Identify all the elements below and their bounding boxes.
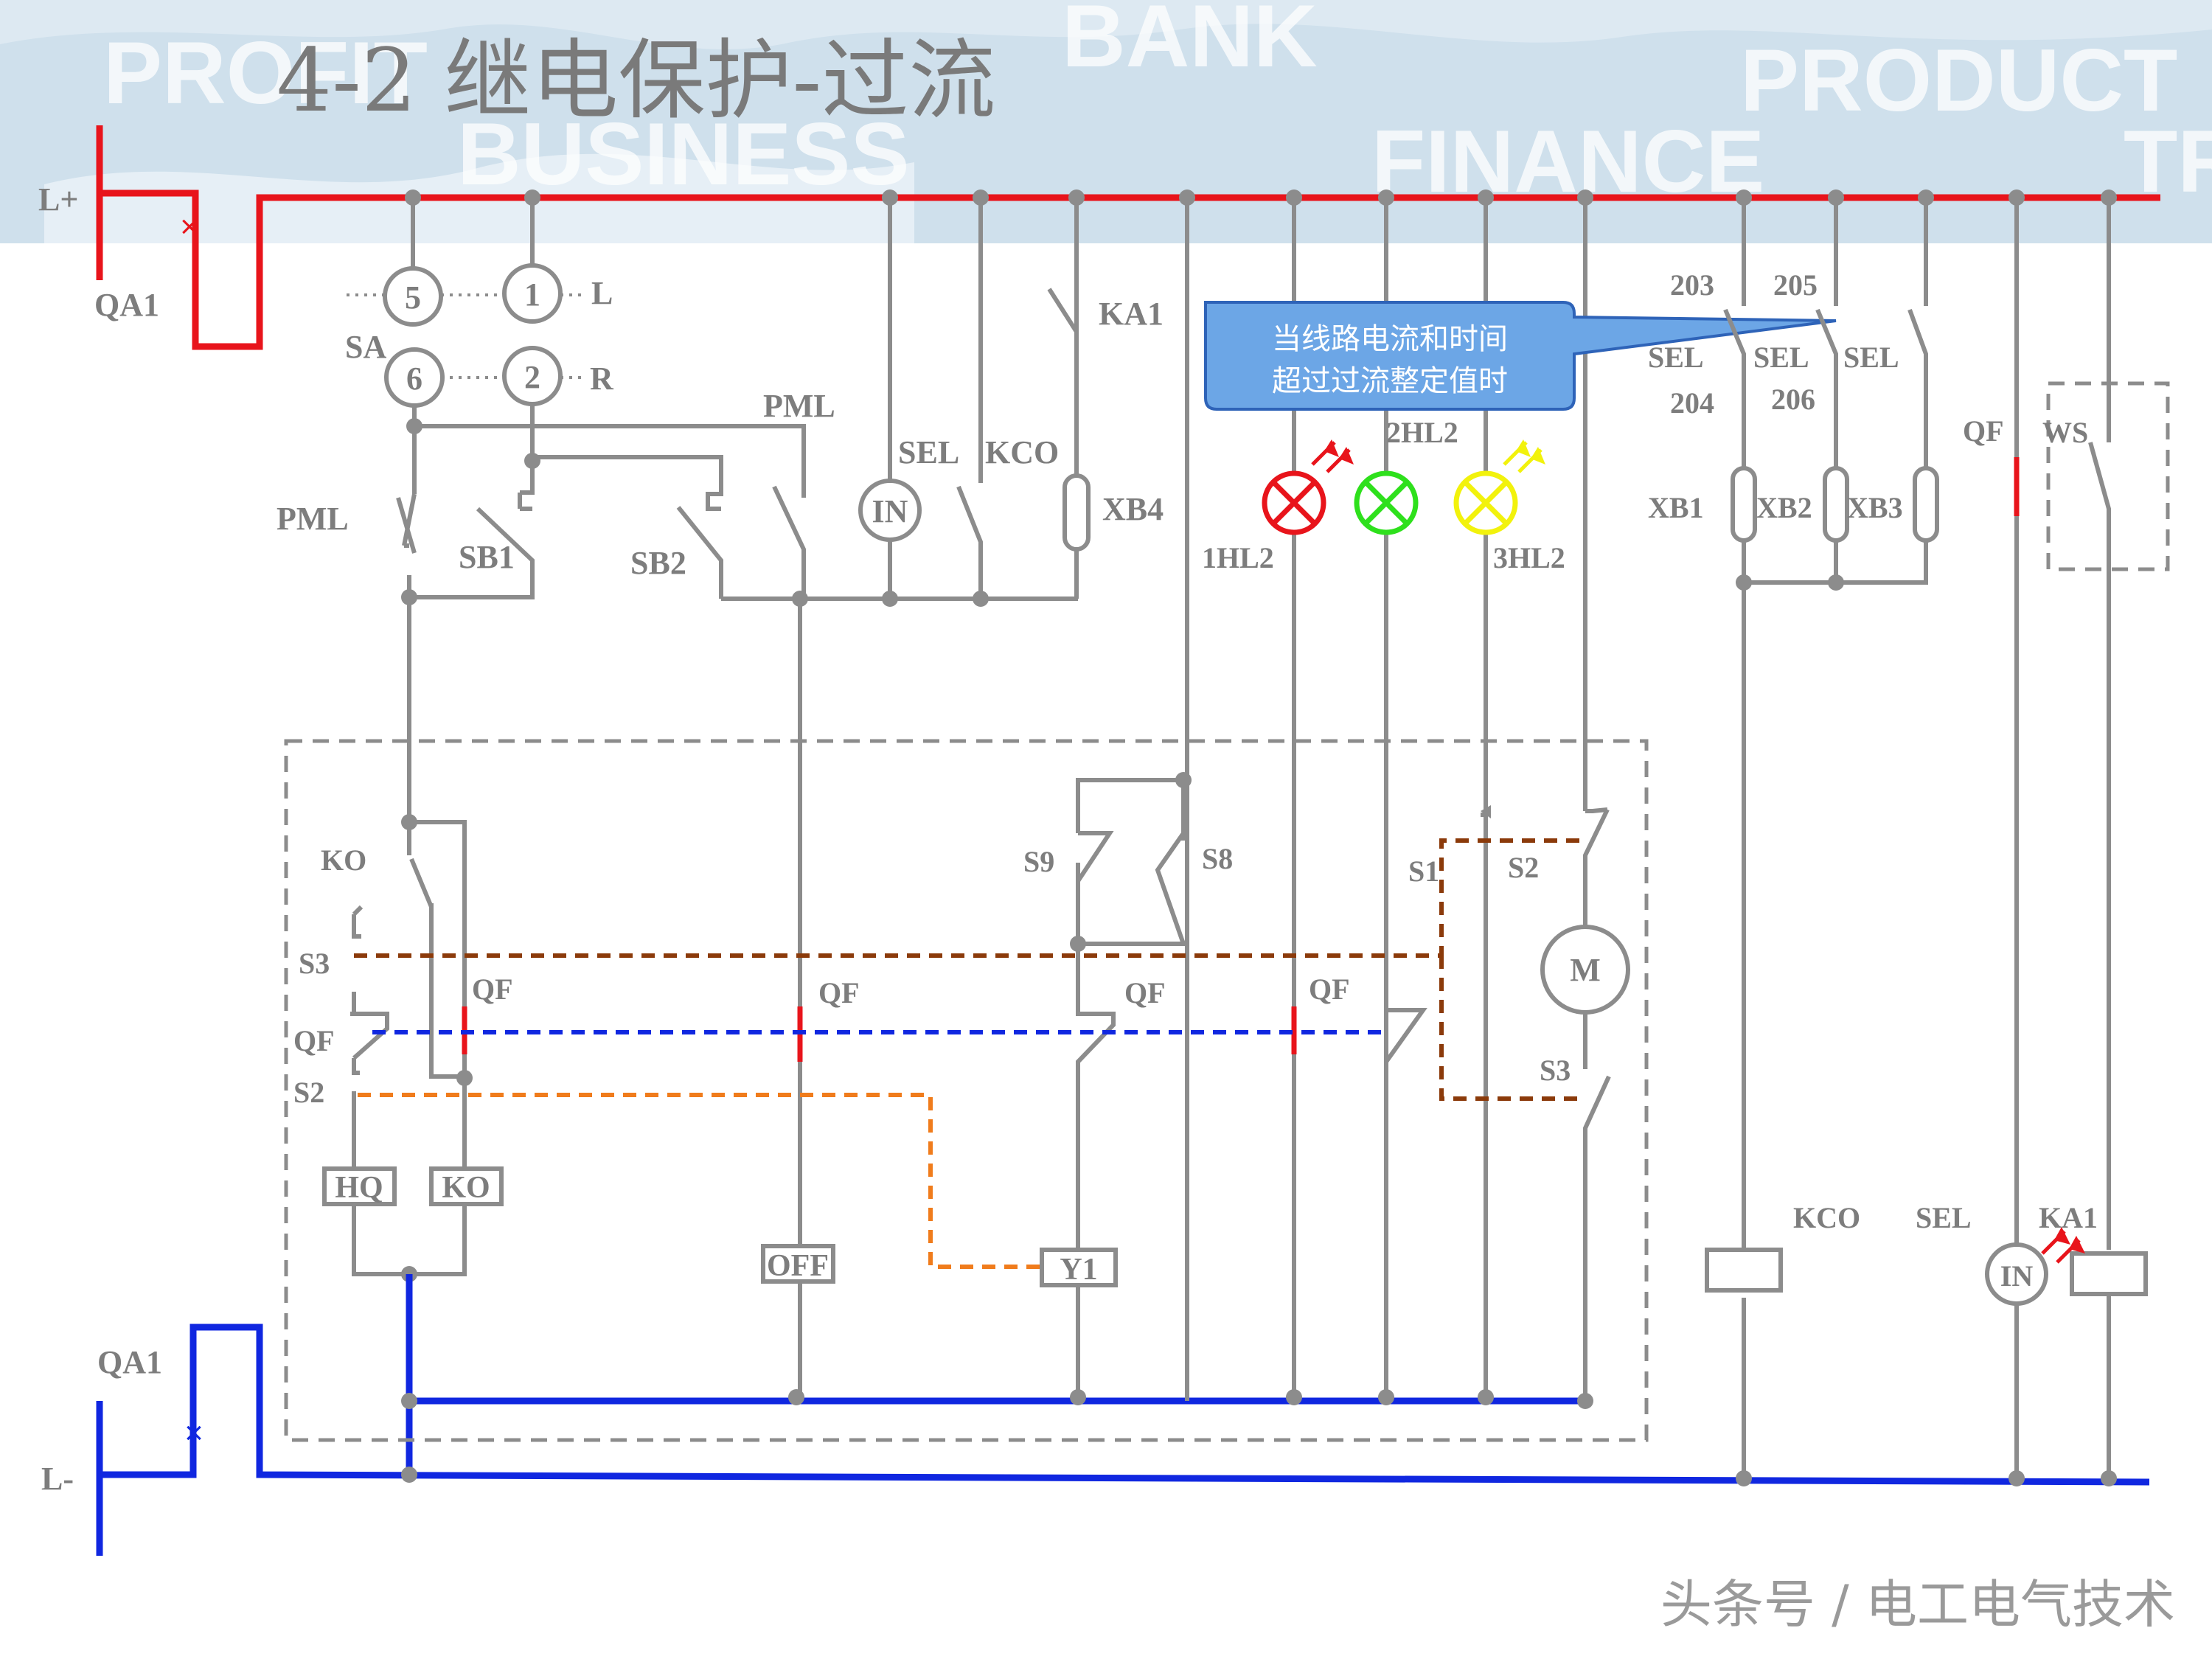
svg-text:204: 204	[1670, 386, 1714, 420]
kco-label: KCO	[985, 434, 1059, 470]
svg-text:205: 205	[1773, 268, 1818, 302]
hl-red-label: 1HL2	[1202, 541, 1274, 574]
sel-label: SEL	[898, 434, 959, 470]
svg-text:203: 203	[1670, 268, 1714, 302]
kco-coil	[1705, 1248, 1783, 1293]
svg-text:KA1: KA1	[2039, 1201, 2098, 1234]
s3-left-label: S3	[299, 947, 330, 980]
hl-yellow-label: 3HL2	[1493, 541, 1565, 574]
svg-text:L: L	[591, 275, 613, 311]
pml-left-label: PML	[276, 501, 349, 537]
bg-word: PROFIT	[103, 24, 428, 122]
svg-text:M: M	[1570, 952, 1601, 988]
sb2-label: SB2	[630, 545, 686, 581]
qf-b-label: QF	[818, 976, 860, 1009]
pml-top-label: PML	[763, 388, 835, 424]
sa-label: SA	[345, 329, 386, 365]
source-watermark: 头条号 / 电工电气技术	[1660, 1574, 2175, 1635]
off-coil	[761, 1244, 835, 1284]
ka1-label: KA1	[1099, 296, 1164, 332]
svg-text:SEL: SEL	[1843, 341, 1899, 374]
svg-text:SEL: SEL	[1753, 341, 1809, 374]
s1-label: S1	[1408, 855, 1439, 888]
xb4-label: XB4	[1102, 491, 1164, 527]
breaker-label-top: QA1	[94, 287, 159, 323]
qf-d-label: QF	[1309, 973, 1350, 1006]
ko-coil	[429, 1166, 504, 1206]
switchgear-enclosure	[284, 739, 1649, 1442]
right-branch: QF IN SEL WS KA1	[1916, 189, 2148, 1486]
svg-text:KO: KO	[442, 1171, 490, 1205]
svg-text:HQ: HQ	[335, 1171, 383, 1205]
trip-coil-circuit: QF OFF S9 S8 QF Y1 QF S1 S2 M S3	[761, 778, 1630, 1409]
ka1-coil	[2070, 1251, 2148, 1296]
xb2-link	[1823, 466, 1849, 543]
sel-contacts-group: 203 205 SEL SEL SEL 204 206 XB1 XB2 XB3 …	[1648, 189, 1939, 1486]
svg-text:×: ×	[180, 209, 199, 245]
hq-coil	[322, 1166, 397, 1206]
indicator-lamps: 1HL2 2HL2 3HL2	[1175, 189, 1593, 1401]
svg-text:SEL: SEL	[1648, 341, 1704, 374]
svg-text:XB3: XB3	[1847, 491, 1903, 524]
bg-word: BANK	[1062, 0, 1318, 86]
sb1-label: SB1	[459, 539, 515, 575]
svg-text:1: 1	[524, 276, 540, 313]
svg-text:WS: WS	[2042, 416, 2088, 449]
s9-label: S9	[1023, 845, 1054, 878]
trip-branch: IN SEL KCO XB4 KA1	[858, 189, 1164, 607]
qf-left-label: QF	[293, 1024, 335, 1057]
qf-c-label: QF	[1124, 976, 1166, 1009]
in-meter-bottom	[1985, 1242, 2048, 1306]
svg-text:SEL: SEL	[1916, 1201, 1972, 1234]
s3-right-label: S3	[1540, 1054, 1571, 1087]
ko-label: KO	[321, 844, 366, 877]
svg-text:KCO: KCO	[1793, 1201, 1860, 1234]
svg-text:XB1: XB1	[1648, 491, 1704, 524]
callout-line-2: 超过过流整定值时	[1272, 364, 1508, 398]
svg-text:2: 2	[524, 359, 540, 395]
control-switches: PML SB1 SB2 PML	[276, 388, 1078, 1399]
s8-label: S8	[1202, 842, 1233, 875]
breaker-label-bottom: QA1	[97, 1344, 162, 1380]
s2-left-label: S2	[293, 1076, 324, 1109]
callout-bubble: 当线路电流和时间 超过过流整定值时	[1204, 301, 1837, 411]
mechanical-linkages	[354, 838, 1584, 1269]
negative-rail-label: L-	[41, 1461, 74, 1497]
svg-text:QF: QF	[1963, 414, 2004, 448]
svg-text:Y1: Y1	[1060, 1253, 1097, 1287]
svg-text:IN: IN	[2000, 1259, 2034, 1293]
svg-text:6: 6	[406, 361, 422, 397]
callout-line-1: 当线路电流和时间	[1272, 322, 1508, 356]
xb3-link	[1913, 466, 1939, 543]
bg-word: PRODUCT	[1740, 31, 2177, 130]
background-banner: PROFIT BUSINESS BANK FINANCE PRODUCT TRA	[0, 0, 2212, 243]
svg-text:XB2: XB2	[1756, 491, 1812, 524]
page-title: 4-2 继电保护-过流	[276, 29, 995, 131]
closing-circuit: KO S3 QF S2 HQ KO QF	[293, 814, 513, 1483]
hl-green-label: 2HL2	[1386, 416, 1458, 449]
positive-rail: × L+ QA1	[38, 125, 2160, 350]
xb1-link	[1731, 466, 1757, 543]
s2-right-label: S2	[1508, 851, 1539, 884]
positive-rail-label: L+	[38, 181, 78, 218]
selector-switch: 5 1 6 2 SA L R	[345, 189, 806, 487]
svg-text:5: 5	[405, 279, 421, 316]
svg-text:IN: IN	[872, 493, 908, 529]
svg-text:R: R	[590, 361, 614, 397]
bg-word: BUSINESS	[457, 105, 909, 204]
svg-text:×: ×	[184, 1415, 204, 1451]
svg-text:OFF: OFF	[767, 1249, 829, 1283]
xb4-link	[1062, 473, 1091, 552]
qf-a-label: QF	[472, 973, 513, 1006]
svg-text:206: 206	[1771, 383, 1815, 416]
